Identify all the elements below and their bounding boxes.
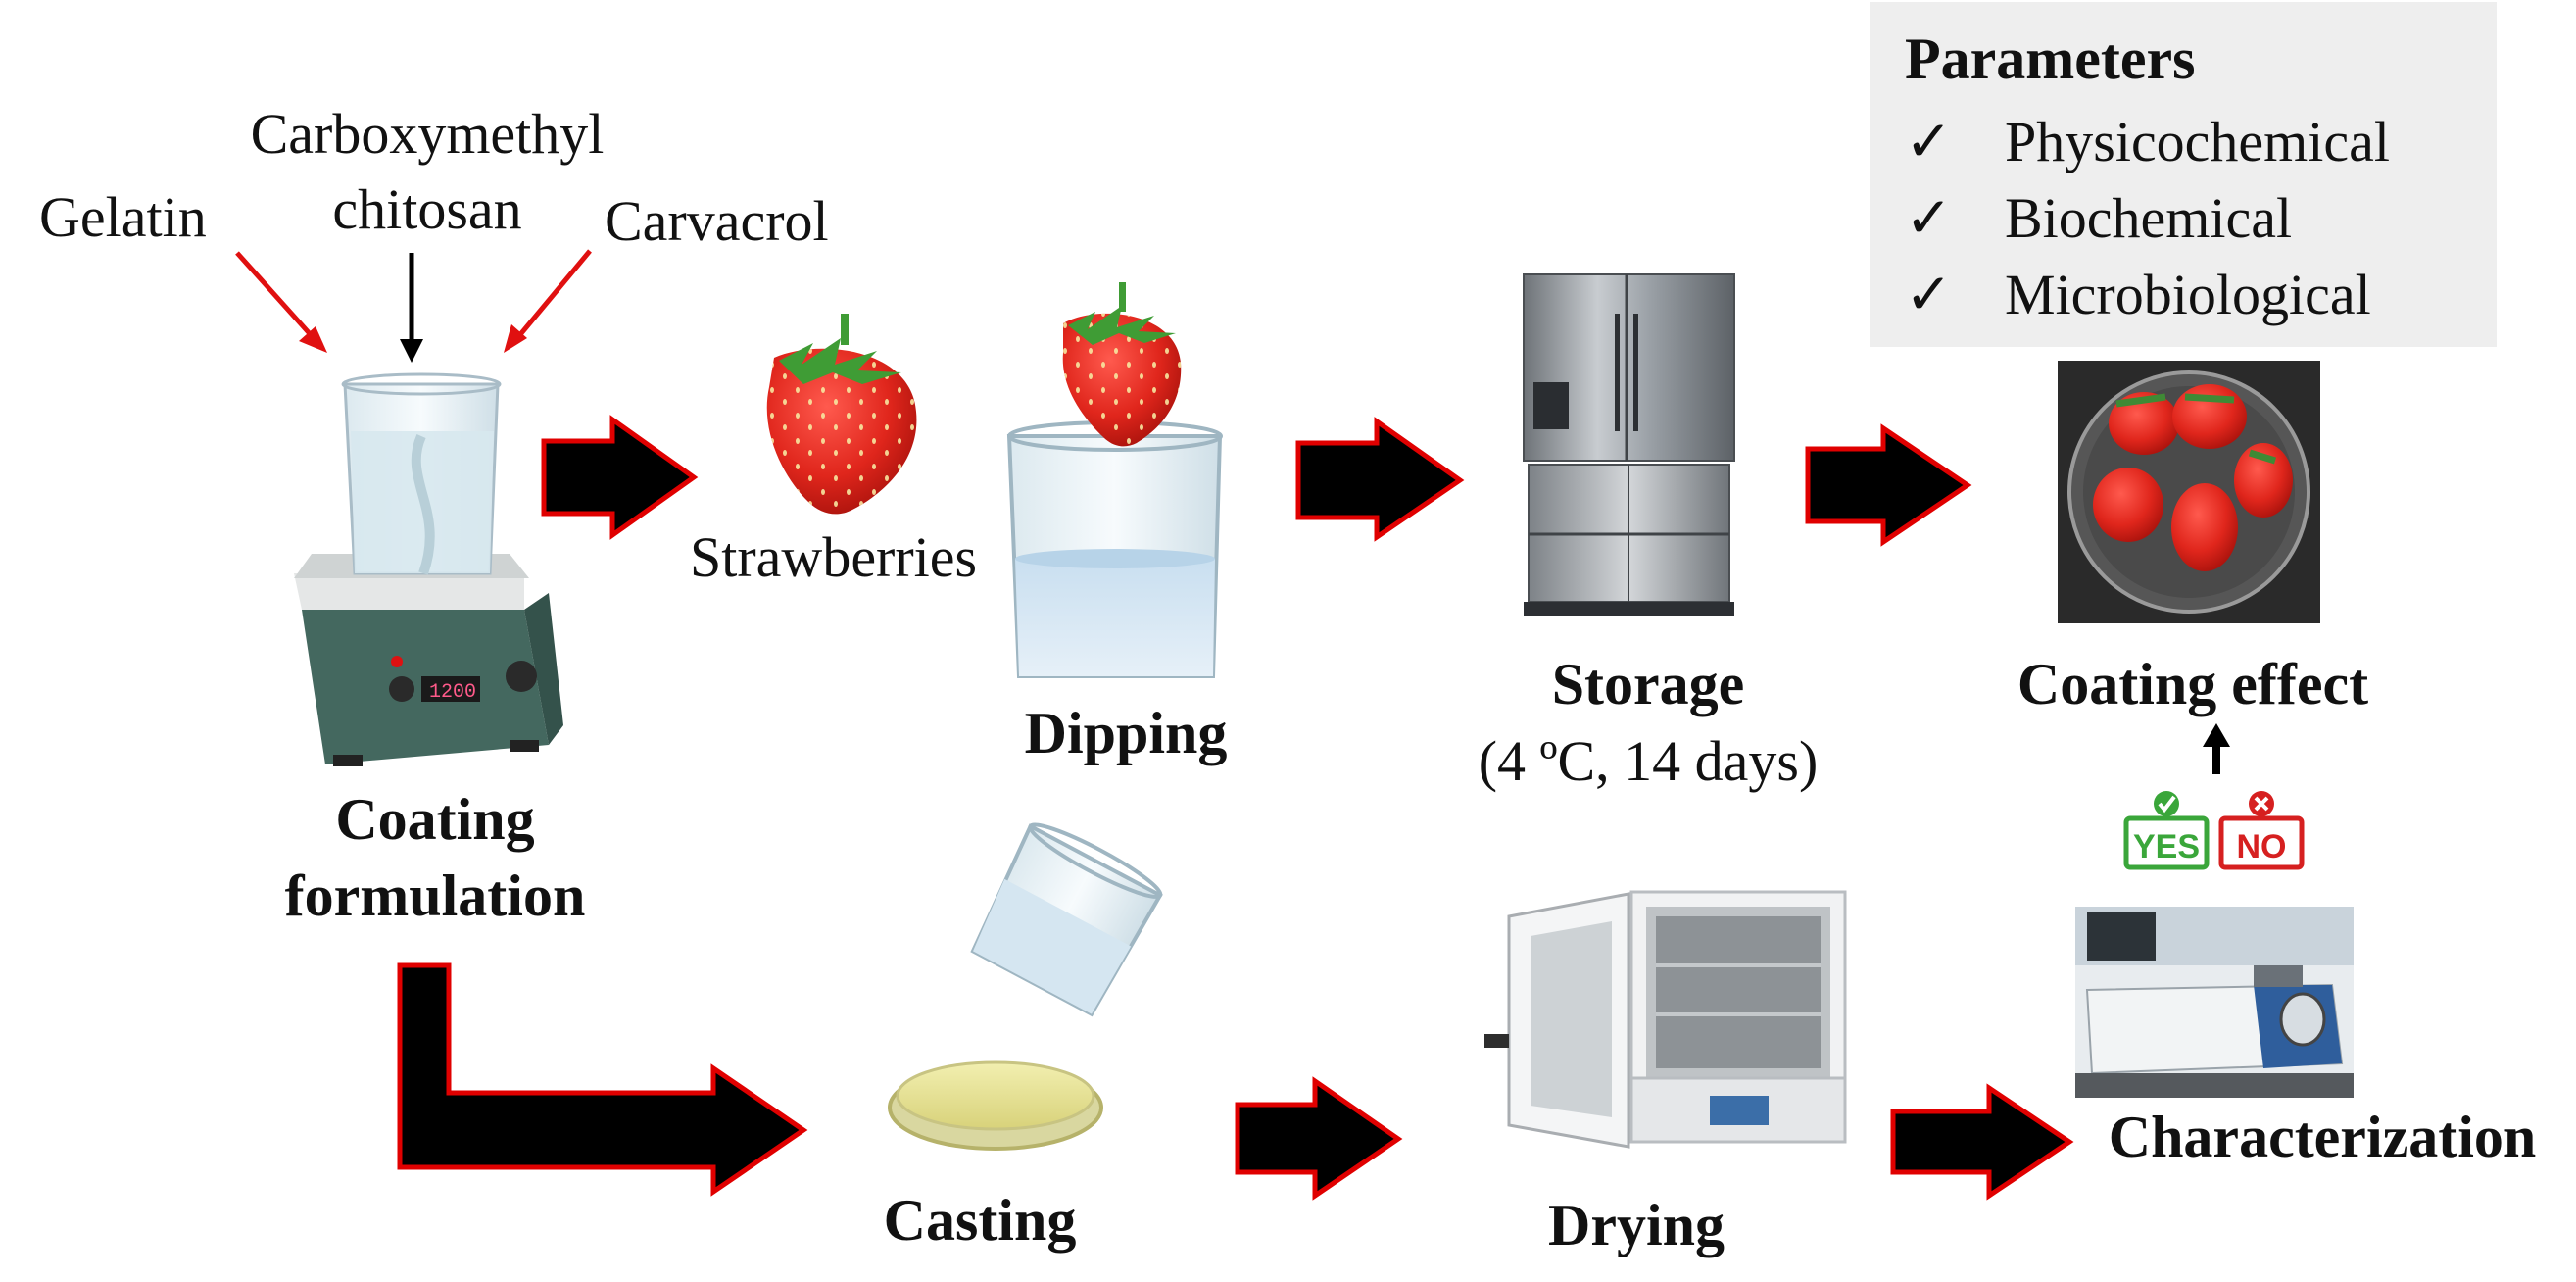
dipping-strawberry-icon: [1062, 282, 1182, 447]
parameters-title: Parameters: [1905, 26, 2196, 91]
process-arrows: [397, 415, 2074, 1201]
arrow-to-characterization: [1890, 1083, 2074, 1201]
arrow-to-coating-effect: [1805, 423, 1972, 547]
arrow-to-storage: [1295, 417, 1465, 542]
coating-effect-label: Coating effect: [2017, 652, 2369, 716]
characterization-label: Characterization: [2108, 1105, 2537, 1169]
yes-label: YES: [2133, 828, 2200, 865]
parameter-item: ✓ Physicochemical: [1905, 108, 2390, 174]
drying-label: Drying: [1548, 1193, 1725, 1257]
check-icon: [2158, 795, 2176, 814]
parameter-item: ✓ Microbiological: [1905, 261, 2371, 327]
carvacrol-label: Carvacrol: [605, 189, 829, 253]
gelatin-label: Gelatin: [39, 185, 207, 249]
strawberry-icon: [766, 314, 917, 515]
casting-label: Casting: [883, 1188, 1077, 1253]
coating-formulation-label-line2: formulation: [284, 863, 586, 928]
dipping-beaker: [1006, 420, 1223, 678]
beaker-with-solution: [341, 372, 502, 575]
cross-icon: [2254, 796, 2269, 812]
parameter-item: ✓ Biochemical: [1905, 184, 2292, 251]
coated-strawberries-photo: [2058, 361, 2320, 623]
no-badge: NO: [2218, 791, 2305, 870]
hotplate-display: 1200: [429, 681, 476, 704]
pouring-beaker-icon: [970, 822, 1163, 1017]
ingredient-arrows: [235, 249, 592, 363]
strawberries-label: Strawberries: [690, 525, 978, 589]
dipping-label: Dipping: [1024, 701, 1228, 765]
arrow-to-drying: [1235, 1076, 1403, 1201]
refrigerator-icon: [1499, 260, 1750, 622]
storage-label: Storage: [1551, 652, 1745, 716]
hotplate-stirrer: 1200: [294, 554, 563, 766]
storage-conditions-label: (4 ºC, 14 days): [1478, 729, 1819, 793]
arrow-to-casting: [397, 962, 808, 1197]
carboxymethyl-label-line1: Carboxymethyl: [250, 102, 605, 166]
gelatin-arrow-head: [299, 326, 327, 353]
checkmark-icon: ✓: [1905, 263, 1953, 326]
carvacrol-arrow: [515, 249, 592, 340]
spectrometer-photo: [2075, 907, 2354, 1098]
checkmark-icon: ✓: [1905, 110, 1953, 173]
parameter-label: Biochemical: [2005, 186, 2293, 250]
up-arrow: [2203, 723, 2230, 774]
gelatin-arrow: [235, 251, 316, 340]
water-dispenser: [1533, 382, 1569, 429]
coating-formulation-label-line1: Coating: [335, 787, 535, 852]
carvacrol-arrow-head: [504, 324, 527, 353]
hotplate-knob-right: [506, 661, 537, 692]
checkmark-icon: ✓: [1905, 186, 1953, 250]
carboxymethyl-label-line2: chitosan: [332, 177, 522, 241]
parameter-label: Microbiological: [2005, 263, 2371, 326]
chitosan-arrow-head: [400, 339, 423, 363]
parameter-label: Physicochemical: [2005, 110, 2391, 173]
yes-badge: YES: [2123, 791, 2210, 870]
arrow-to-strawberries: [541, 415, 699, 540]
parameters-box: [1870, 2, 2497, 347]
hotplate-knob-left: [389, 676, 414, 702]
drying-oven-icon: [1484, 890, 1847, 1149]
no-label: NO: [2237, 828, 2287, 865]
petri-dish-icon: [888, 1060, 1103, 1151]
